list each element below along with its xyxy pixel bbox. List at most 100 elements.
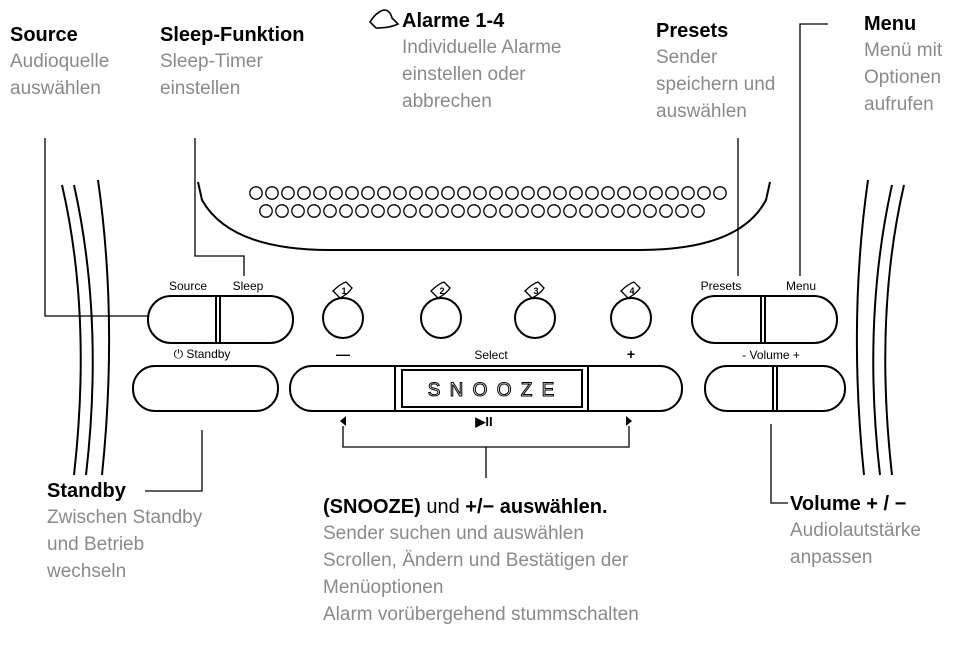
grille-hole xyxy=(473,186,487,200)
alarm-2-number: 2 xyxy=(439,286,444,296)
source-button[interactable] xyxy=(148,296,218,343)
alarm-3-number: 3 xyxy=(533,286,538,296)
grille-hole xyxy=(537,186,551,200)
volume-title: Volume + / − xyxy=(790,493,907,515)
grille-hole xyxy=(499,204,513,218)
menu-annotation: Menu Menü mit Optionen aufrufen xyxy=(864,11,942,118)
menu-description: Menü mit Optionen aufrufen xyxy=(864,40,943,115)
standby-button-label: ⏻ Standby xyxy=(174,347,231,361)
grille-hole xyxy=(553,186,567,200)
alarm-4-number: 4 xyxy=(629,286,634,296)
grille-hole xyxy=(307,204,321,218)
grille-hole xyxy=(643,204,657,218)
speaker-grille xyxy=(249,186,727,218)
grille-hole xyxy=(457,186,471,200)
leader-lines xyxy=(44,23,828,504)
volume-up-button[interactable] xyxy=(777,366,845,411)
grille-hole xyxy=(633,186,647,200)
volume-button-outline xyxy=(704,365,846,412)
grille-hole xyxy=(361,186,375,200)
sleep-button[interactable] xyxy=(220,296,293,343)
sleep-annotation: Sleep-Funktion Sleep-Timer einstellen xyxy=(160,22,304,102)
snooze-title: (SNOOZE) und +/− auswählen. xyxy=(323,494,639,520)
minus-button[interactable] xyxy=(290,366,395,411)
grille-hole xyxy=(425,186,439,200)
source-description: Audioquelle auswählen xyxy=(10,51,110,99)
alarm-description: Individuelle Alarme einstellen oder abbr… xyxy=(402,37,562,112)
volume-button-group: - Volume + xyxy=(704,348,846,412)
standby-annotation: Standby Zwischen Standby und Betrieb wec… xyxy=(47,478,202,585)
bell-icon xyxy=(620,281,641,299)
source-title: Source xyxy=(10,24,78,46)
grille-hole xyxy=(259,204,273,218)
presets-button[interactable] xyxy=(692,296,761,343)
display-outline xyxy=(197,181,771,251)
alarm-2-button[interactable] xyxy=(420,297,462,339)
alarm-3-button[interactable] xyxy=(514,297,556,339)
left-triangle-icon xyxy=(340,416,346,426)
bell-icon xyxy=(368,9,400,29)
grille-hole xyxy=(579,204,593,218)
alarm-1-button[interactable] xyxy=(322,297,364,339)
sleep-button-label: Sleep xyxy=(233,279,264,293)
snooze-button[interactable] xyxy=(401,369,583,408)
snooze-description: Sender suchen und auswählen Scrollen, Än… xyxy=(323,523,639,625)
grille-hole xyxy=(451,204,465,218)
menu-button-label: Menu xyxy=(786,279,816,293)
grille-hole xyxy=(297,186,311,200)
grille-hole xyxy=(595,204,609,218)
plus-label: + xyxy=(627,346,635,362)
grille-hole xyxy=(249,186,263,200)
grille-hole xyxy=(323,204,337,218)
menu-title: Menu xyxy=(864,13,917,35)
grille-hole xyxy=(697,186,711,200)
grille-hole xyxy=(409,186,423,200)
grille-hole xyxy=(393,186,407,200)
grille-hole xyxy=(435,204,449,218)
volume-description: Audiolautstärke anpassen xyxy=(790,520,921,568)
grille-hole xyxy=(515,204,529,218)
grille-hole xyxy=(265,186,279,200)
grille-hole xyxy=(649,186,663,200)
standby-button-group: ⏻ Standby xyxy=(132,347,279,412)
grille-hole xyxy=(355,204,369,218)
sleep-title: Sleep-Funktion xyxy=(160,24,305,46)
grille-hole xyxy=(489,186,503,200)
grille-hole xyxy=(291,204,305,218)
grille-hole xyxy=(387,204,401,218)
snooze-button-label: S N O O Z E xyxy=(428,380,557,401)
alarm-4-group: 4 xyxy=(610,281,652,339)
grille-hole xyxy=(441,186,455,200)
alarm-4-button[interactable] xyxy=(610,297,652,339)
grille-hole xyxy=(713,186,727,200)
menu-button[interactable] xyxy=(765,296,837,343)
grille-hole xyxy=(345,186,359,200)
grille-hole xyxy=(339,204,353,218)
grille-hole xyxy=(531,204,545,218)
source-button-label: Source xyxy=(169,279,207,293)
presets-annotation: Presets Sender speichern und auswählen xyxy=(656,18,775,125)
right-triangle-icon xyxy=(626,416,632,426)
left-side-curves xyxy=(61,179,111,476)
volume-label: - Volume + xyxy=(742,348,800,362)
grille-hole xyxy=(313,186,327,200)
grille-hole xyxy=(585,186,599,200)
volume-down-button[interactable] xyxy=(705,366,773,411)
presets-description: Sender speichern und auswählen xyxy=(656,47,776,122)
minus-label: — xyxy=(336,346,350,362)
standby-title: Standby xyxy=(47,480,126,502)
bell-icon xyxy=(430,281,451,299)
select-label: Select xyxy=(474,348,508,362)
presets-button-label: Presets xyxy=(701,279,742,293)
source-sleep-button-group: Source Sleep xyxy=(147,279,294,344)
plus-button[interactable] xyxy=(588,366,682,411)
grille-hole xyxy=(371,204,385,218)
alarm-3-group: 3 xyxy=(514,281,556,339)
grille-hole xyxy=(601,186,615,200)
standby-button[interactable] xyxy=(132,365,279,412)
grille-hole xyxy=(665,186,679,200)
presets-title: Presets xyxy=(656,20,729,42)
grille-hole xyxy=(377,186,391,200)
standby-description: Zwischen Standby und Betrieb wechseln xyxy=(47,507,203,582)
play-pause-icon: ▶II xyxy=(474,414,492,429)
